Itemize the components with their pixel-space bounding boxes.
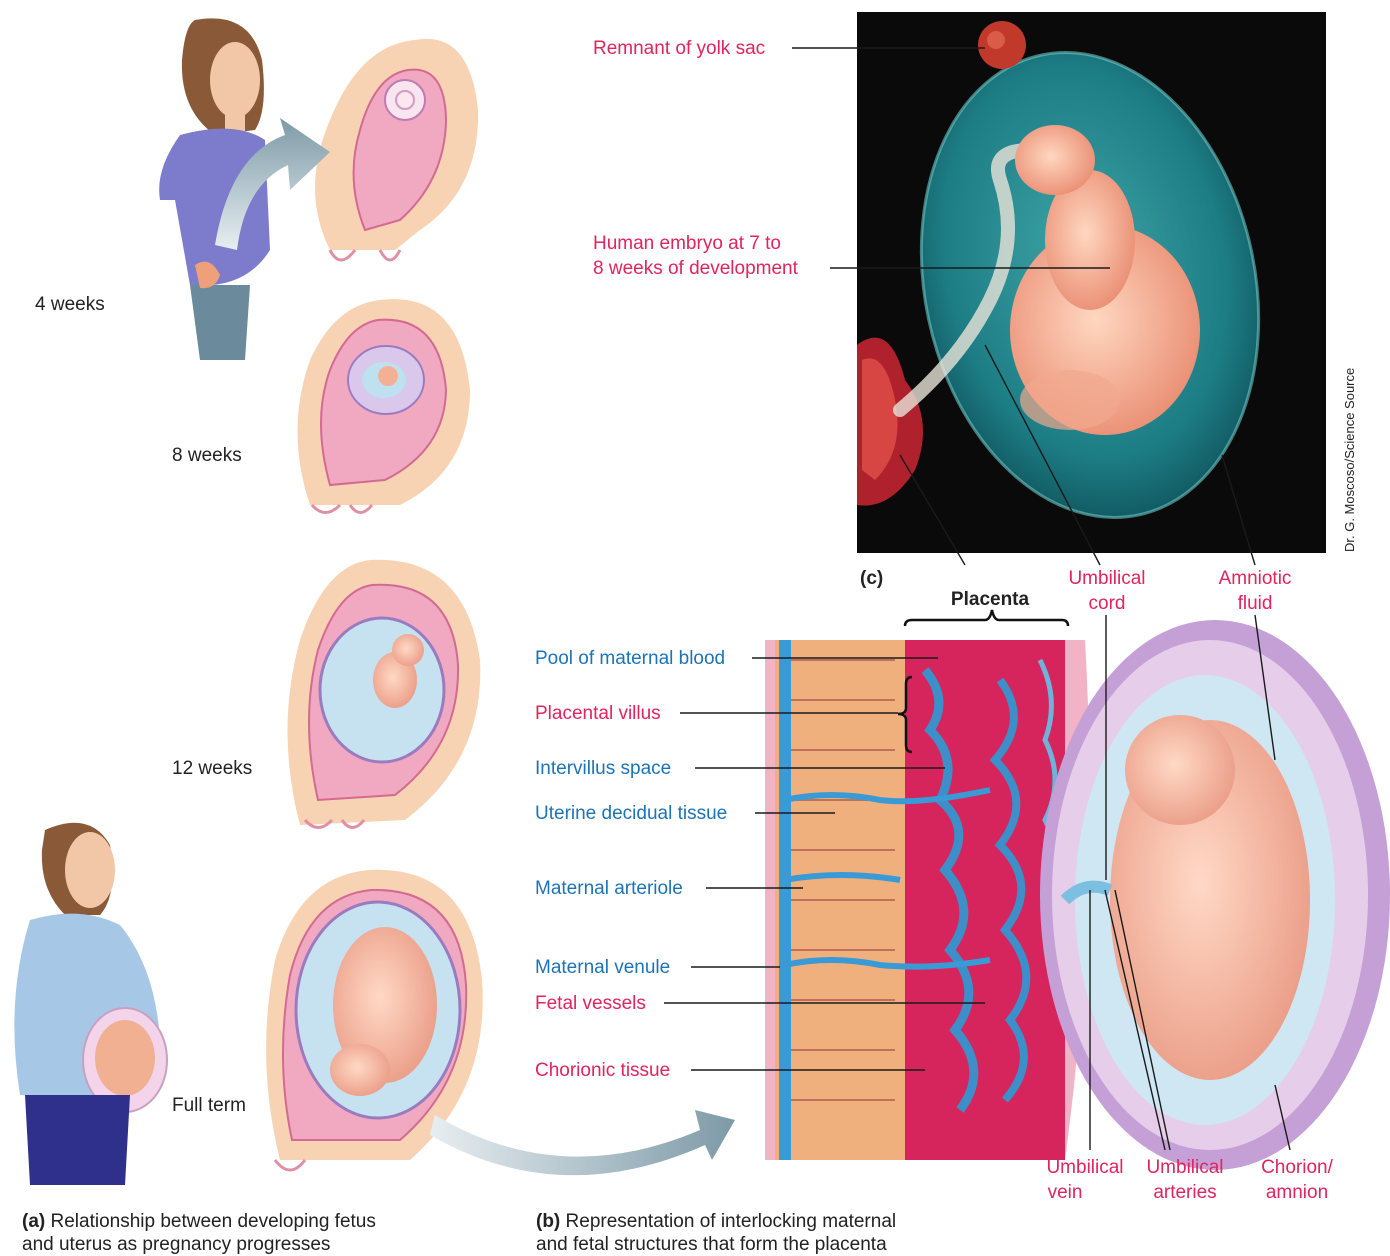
woman-full-term <box>14 823 167 1185</box>
photo-credit: Dr. G. Moscoso/Science Source <box>1342 368 1358 552</box>
label-placental-villus: Placental villus <box>535 701 661 726</box>
embryo-photo <box>857 12 1326 553</box>
label-maternal-venule: Maternal venule <box>535 955 670 980</box>
label-embryo-line2: 8 weeks of development <box>593 256 798 281</box>
caption-a-line2: and uterus as pregnancy progresses <box>22 1233 376 1256</box>
panel-c-letter: (c) <box>860 566 883 591</box>
stage-label-full-term: Full term <box>172 1093 246 1118</box>
label-umbilical-cord-line1: Umbilical <box>1052 566 1162 591</box>
uterus-12-weeks <box>288 560 481 828</box>
label-chorion-line1: Chorion/ <box>1242 1155 1352 1180</box>
label-umbilical-arteries-line1: Umbilical <box>1130 1155 1240 1180</box>
label-yolk-sac: Remnant of yolk sac <box>593 36 765 61</box>
uterus-8-weeks <box>298 299 471 512</box>
arrow-to-placenta <box>430 1110 735 1175</box>
label-intervillus-space: Intervillus space <box>535 756 671 781</box>
label-umbilical-vein-line1: Umbilical <box>1030 1155 1140 1180</box>
label-embryo-line1: Human embryo at 7 to <box>593 231 781 256</box>
label-umbilical-vein-line2: vein <box>1030 1180 1100 1205</box>
label-amniotic-line1: Amniotic <box>1200 566 1310 591</box>
placenta-brace <box>905 610 1068 626</box>
caption-a-line1: Relationship between developing fetus <box>51 1211 376 1232</box>
label-chorionic-tissue: Chorionic tissue <box>535 1058 670 1083</box>
label-pool-of-maternal-blood: Pool of maternal blood <box>535 646 725 671</box>
label-uterine-decidual-tissue: Uterine decidual tissue <box>535 801 727 826</box>
label-umbilical-cord-line2: cord <box>1052 591 1162 616</box>
label-amniotic-line2: fluid <box>1200 591 1310 616</box>
label-fetal-vessels: Fetal vessels <box>535 991 646 1016</box>
label-chorion-line2: amnion <box>1242 1180 1352 1205</box>
caption-a-letter: (a) <box>22 1211 45 1232</box>
stage-label-4-weeks: 4 weeks <box>35 292 105 317</box>
caption-b-letter: (b) <box>536 1211 560 1232</box>
caption-b-line1: Representation of interlocking maternal <box>566 1211 897 1232</box>
stage-label-8-weeks: 8 weeks <box>172 443 242 468</box>
label-maternal-arteriole: Maternal arteriole <box>535 876 683 901</box>
caption-a: (a) Relationship between developing fetu… <box>22 1210 376 1256</box>
label-placenta: Placenta <box>930 587 1050 612</box>
label-umbilical-arteries-line2: arteries <box>1130 1180 1240 1205</box>
caption-b: (b) Representation of interlocking mater… <box>536 1210 896 1256</box>
caption-b-line2: and fetal structures that form the place… <box>536 1233 896 1256</box>
placenta-diagram <box>765 610 1390 1170</box>
uterus-4-weeks <box>315 39 478 260</box>
stage-label-12-weeks: 12 weeks <box>172 756 252 781</box>
